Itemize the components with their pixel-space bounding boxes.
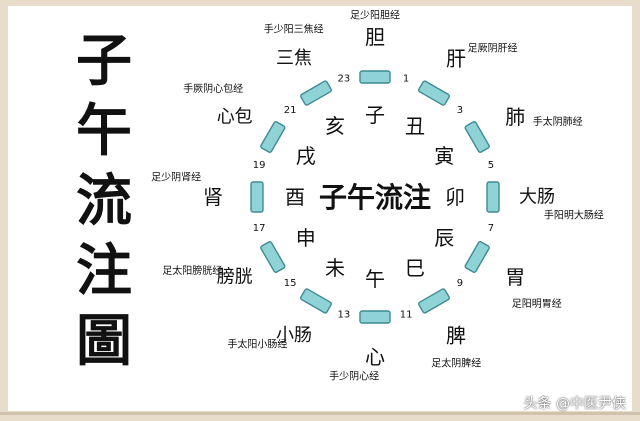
title-char: 圖: [76, 308, 132, 374]
bottom-divider: [0, 412, 640, 415]
branch-label: 戌: [296, 144, 316, 168]
branch-label: 寅: [434, 144, 454, 168]
organ-label: 胆: [365, 25, 385, 49]
organ-label: 胃: [505, 265, 525, 289]
hour-segment: [300, 288, 332, 314]
meridian-label: 足太阴脾经: [431, 357, 481, 370]
poster-board: [8, 6, 632, 411]
meridian-label: 足阳明胃经: [512, 297, 562, 310]
title-char: 午: [76, 98, 132, 164]
meridian-label: 手厥阴心包经: [183, 82, 243, 95]
meridian-label: 手阳明大肠经: [544, 209, 604, 222]
hour-segment: [464, 241, 490, 273]
meridian-label: 手少阳三焦经: [264, 22, 324, 35]
hour-segment: [486, 181, 500, 213]
branch-label: 申: [296, 226, 316, 250]
hour-label: 21: [284, 105, 297, 116]
hour-label: 23: [338, 74, 351, 85]
hour-label: 1: [403, 74, 409, 85]
organ-label: 小肠: [276, 325, 312, 346]
hour-segment: [300, 80, 332, 106]
meridian-label: 足厥阴肝经: [468, 41, 518, 54]
hour-segment: [359, 310, 391, 324]
meridian-label: 手太阳小肠经: [227, 338, 287, 351]
hour-label: 13: [338, 309, 351, 320]
branch-label: 子: [365, 103, 385, 127]
meridian-label: 足少阴肾经: [151, 170, 201, 183]
meridian-label: 手太阴肺经: [533, 115, 583, 128]
branch-label: 未: [325, 256, 345, 280]
meridian-label: 足少阳胆经: [350, 9, 400, 22]
hour-label: 9: [457, 278, 463, 289]
branch-label: 卯: [445, 185, 465, 209]
hour-label: 7: [488, 223, 494, 234]
meridian-label: 足太阳膀胱经: [162, 264, 222, 277]
organ-label: 心: [365, 345, 385, 369]
organ-label: 肝: [446, 46, 466, 70]
branch-label: 午: [365, 267, 385, 291]
organ-label: 肾: [203, 185, 223, 209]
hour-label: 5: [488, 160, 494, 171]
organ-label: 肺: [505, 105, 525, 129]
branch-label: 辰: [434, 226, 454, 250]
title-char: 流: [76, 168, 132, 234]
organ-label: 三焦: [276, 48, 312, 69]
center-title: 子午流注: [319, 181, 431, 214]
hour-label: 3: [457, 105, 463, 116]
title-char: 注: [76, 238, 132, 304]
hour-segment: [250, 181, 264, 213]
vertical-title: 子 午 流 注 圖: [68, 26, 140, 376]
hour-label: 19: [253, 160, 266, 171]
branch-label: 酉: [285, 185, 305, 209]
hour-segment: [464, 121, 490, 153]
hour-label: 15: [284, 278, 297, 289]
hour-segment: [418, 288, 450, 314]
organ-label: 脾: [446, 324, 466, 348]
hour-segment: [418, 80, 450, 106]
branch-label: 亥: [325, 114, 345, 138]
organ-label: 心包: [217, 107, 253, 128]
hour-segment: [359, 70, 391, 84]
watermark: 头条 @中医尹侠: [523, 396, 626, 412]
branch-label: 巳: [405, 256, 425, 280]
hour-segment: [260, 241, 286, 273]
hour-label: 17: [253, 223, 266, 234]
branch-label: 丑: [405, 114, 425, 138]
meridian-label: 手少阴心经: [329, 370, 379, 383]
hour-label: 11: [400, 309, 413, 320]
title-char: 子: [76, 28, 132, 94]
organ-label: 大肠: [519, 187, 555, 208]
organ-label: 膀胱: [217, 267, 253, 288]
hour-segment: [260, 121, 286, 153]
